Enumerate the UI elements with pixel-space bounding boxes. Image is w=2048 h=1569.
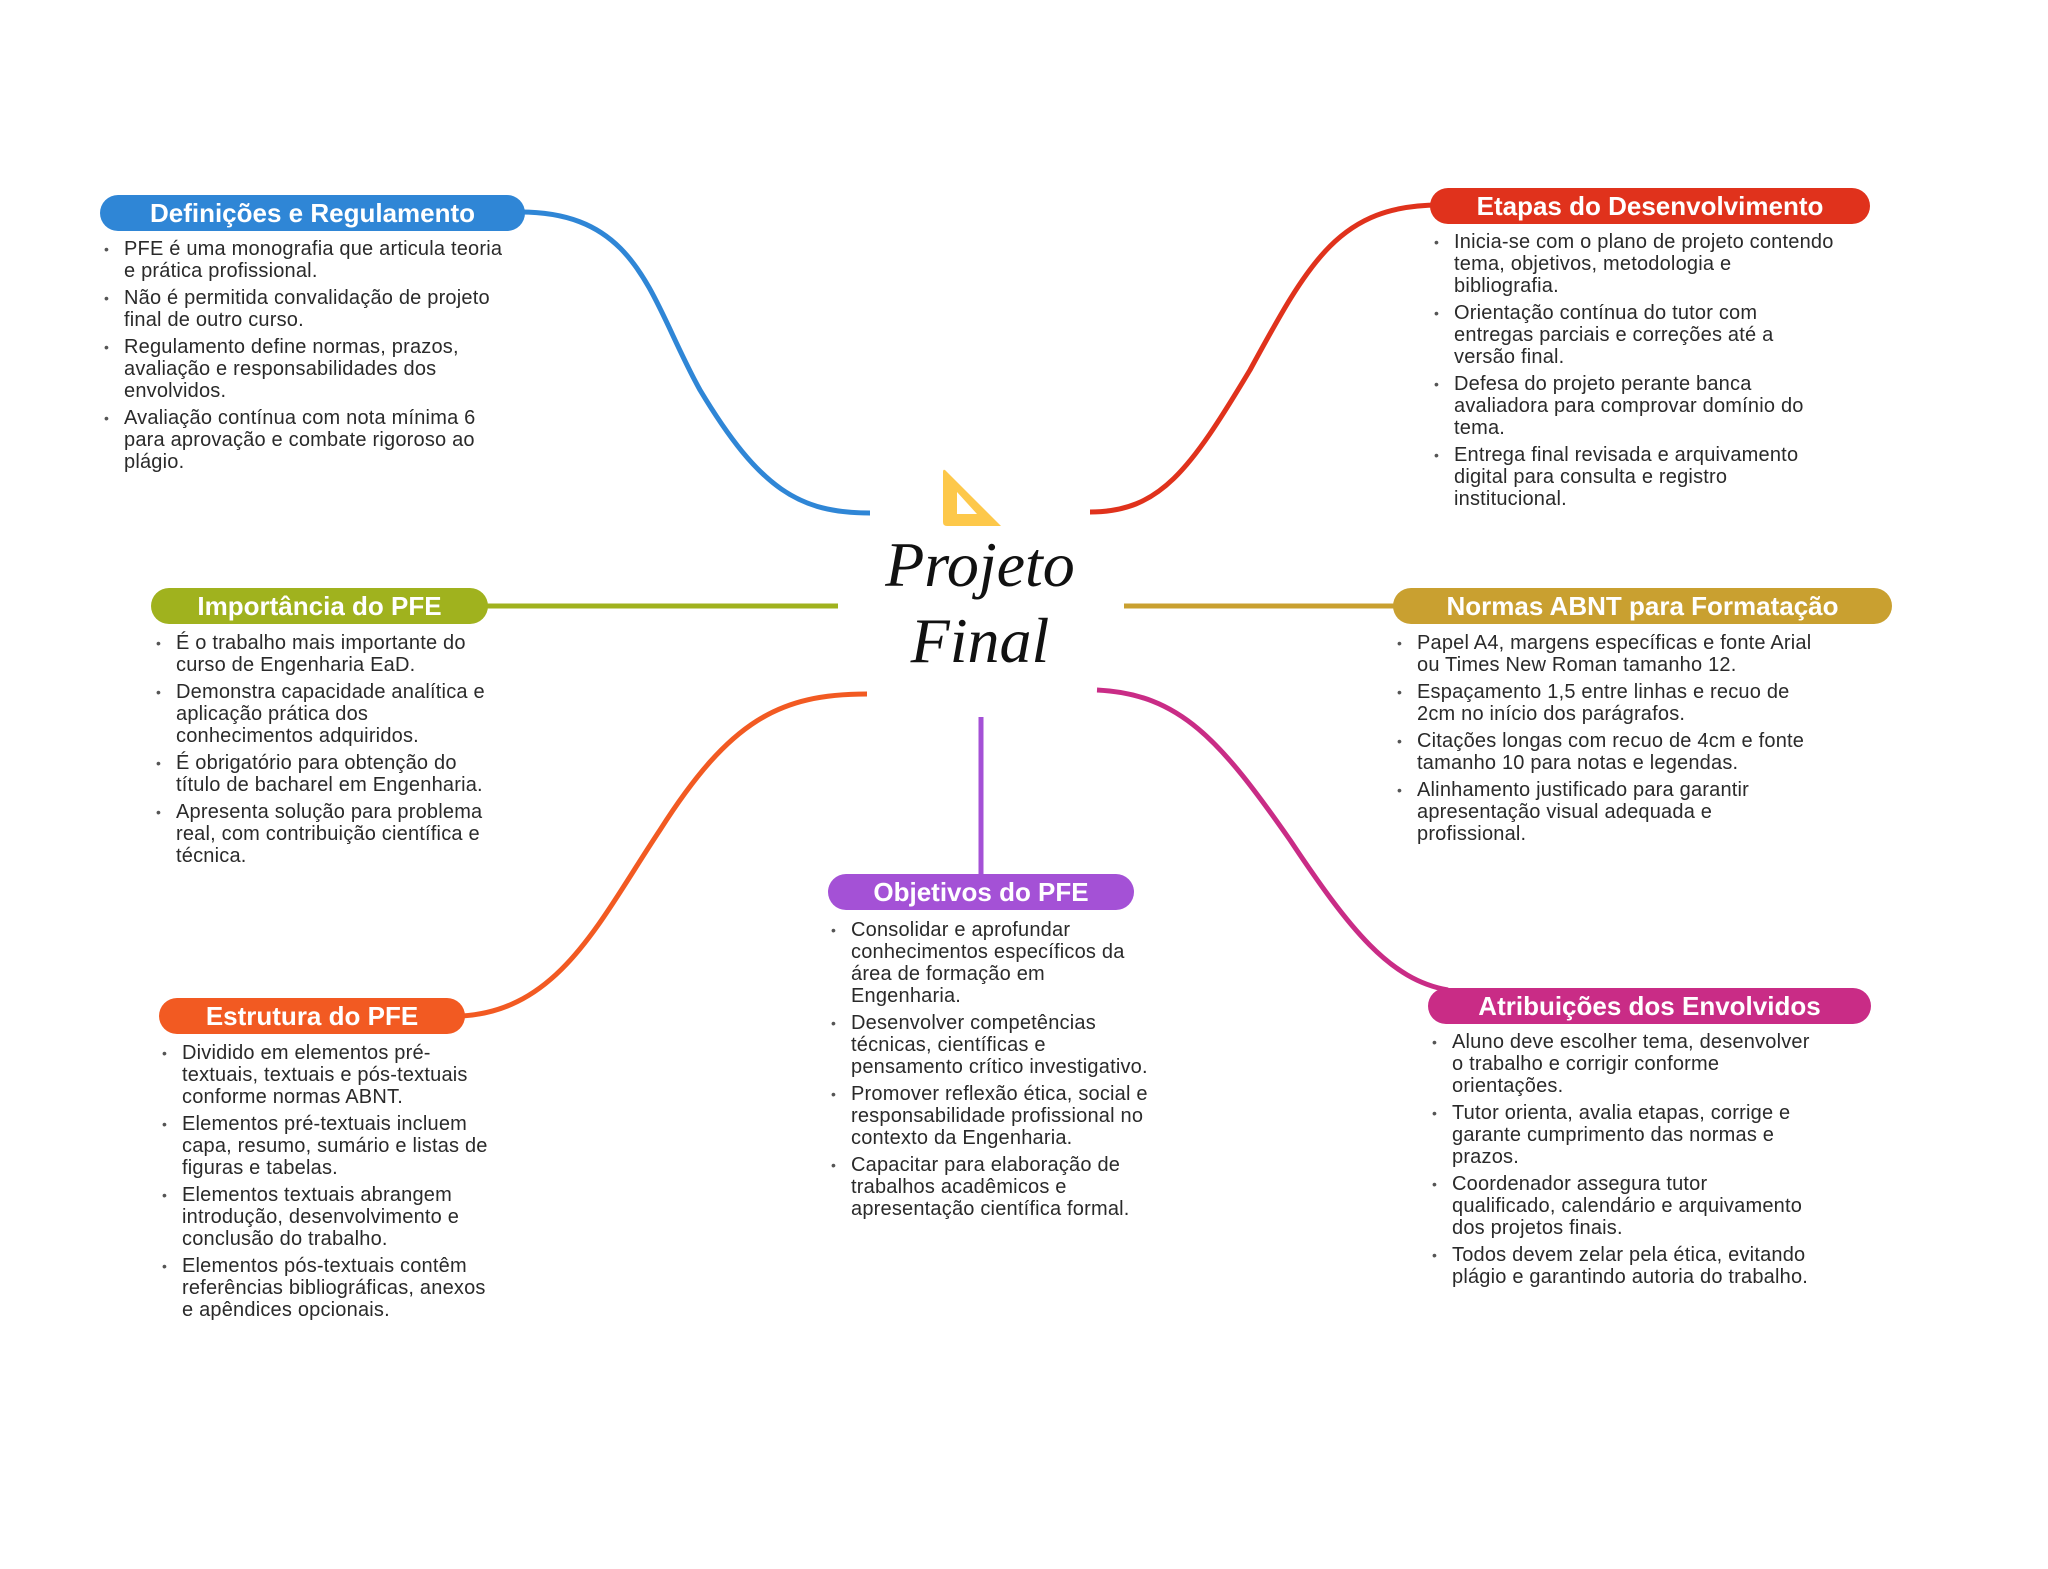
topic-importancia[interactable]: Importância do PFE (151, 588, 488, 624)
subtopic-item[interactable]: Coordenador assegura tutor qualificado, … (1432, 1173, 1812, 1239)
topic-estrutura[interactable]: Estrutura do PFE (159, 998, 465, 1034)
connector-atribuicoes (1096, 687, 1449, 993)
subtopics-normas: Papel A4, margens específicas e fonte Ar… (1397, 632, 1817, 850)
subtopic-item[interactable]: Elementos pré-textuais incluem capa, res… (162, 1113, 492, 1179)
topic-objetivos[interactable]: Objetivos do PFE (828, 874, 1134, 910)
topic-normas[interactable]: Normas ABNT para Formatação (1393, 588, 1892, 624)
subtopic-item[interactable]: Apresenta solução para problema real, co… (156, 801, 496, 867)
connector-definicoes (519, 209, 871, 516)
subtopics-estrutura: Dividido em elementos pré-textuais, text… (162, 1042, 492, 1326)
subtopic-item[interactable]: Todos devem zelar pela ética, evitando p… (1432, 1244, 1812, 1288)
subtopic-item[interactable]: Espaçamento 1,5 entre linhas e recuo de … (1397, 681, 1817, 725)
subtopic-item[interactable]: Orientação contínua do tutor com entrega… (1434, 302, 1834, 368)
subtopic-item[interactable]: Avaliação contínua com nota mínima 6 par… (104, 407, 504, 473)
subtopic-item[interactable]: Elementos textuais abrangem introdução, … (162, 1184, 492, 1250)
subtopic-item[interactable]: Consolidar e aprofundar conhecimentos es… (831, 919, 1151, 1007)
subtopic-item[interactable]: Papel A4, margens específicas e fonte Ar… (1397, 632, 1817, 676)
subtopic-item[interactable]: Desenvolver competências técnicas, cient… (831, 1012, 1151, 1078)
subtopic-item[interactable]: Demonstra capacidade analítica e aplicaç… (156, 681, 496, 747)
central-topic-line2: Final (910, 605, 1050, 676)
subtopic-item[interactable]: Entrega final revisada e arquivamento di… (1434, 444, 1834, 510)
subtopics-importancia: É o trabalho mais importante do curso de… (156, 632, 496, 872)
subtopic-item[interactable]: Tutor orienta, avalia etapas, corrige e … (1432, 1102, 1812, 1168)
subtopic-item[interactable]: Promover reflexão ética, social e respon… (831, 1083, 1151, 1149)
subtopic-item[interactable]: PFE é uma monografia que articula teoria… (104, 238, 504, 282)
connector-etapas (1089, 202, 1441, 515)
connector-estrutura (461, 691, 868, 1019)
subtopic-item[interactable]: Regulamento define normas, prazos, avali… (104, 336, 504, 402)
subtopic-item[interactable]: É o trabalho mais importante do curso de… (156, 632, 496, 676)
subtopic-item[interactable]: Elementos pós-textuais contêm referência… (162, 1255, 492, 1321)
subtopic-item[interactable]: Aluno deve escolher tema, desenvolver o … (1432, 1031, 1812, 1097)
set-square-icon (943, 469, 1001, 526)
subtopic-item[interactable]: É obrigatório para obtenção do título de… (156, 752, 496, 796)
subtopics-definicoes: PFE é uma monografia que articula teoria… (104, 238, 504, 478)
subtopic-item[interactable]: Capacitar para elaboração de trabalhos a… (831, 1154, 1151, 1220)
subtopic-item[interactable]: Não é permitida convalidação de projeto … (104, 287, 504, 331)
topic-atribuicoes[interactable]: Atribuições dos Envolvidos (1428, 988, 1871, 1024)
topic-etapas[interactable]: Etapas do Desenvolvimento (1430, 188, 1870, 224)
subtopic-item[interactable]: Dividido em elementos pré-textuais, text… (162, 1042, 492, 1108)
subtopic-item[interactable]: Defesa do projeto perante banca avaliado… (1434, 373, 1834, 439)
subtopics-etapas: Inicia-se com o plano de projeto contend… (1434, 231, 1834, 515)
subtopic-item[interactable]: Citações longas com recuo de 4cm e fonte… (1397, 730, 1817, 774)
subtopics-objetivos: Consolidar e aprofundar conhecimentos es… (831, 919, 1151, 1225)
subtopic-item[interactable]: Inicia-se com o plano de projeto contend… (1434, 231, 1834, 297)
central-topic-line1: Projeto (885, 529, 1075, 600)
subtopics-atribuicoes: Aluno deve escolher tema, desenvolver o … (1432, 1031, 1812, 1293)
subtopic-item[interactable]: Alinhamento justificado para garantir ap… (1397, 779, 1817, 845)
topic-definicoes[interactable]: Definições e Regulamento (100, 195, 525, 231)
